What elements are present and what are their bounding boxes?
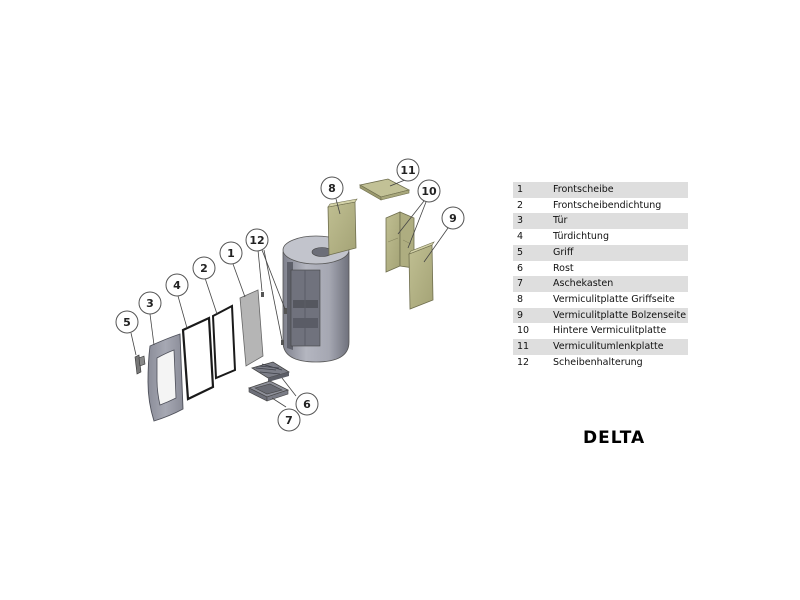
- legend-label: Türdichtung: [549, 229, 688, 245]
- legend-label: Vermiculitplatte Bolzenseite: [549, 307, 688, 324]
- legend-number: 1: [513, 182, 549, 198]
- legend-number: 6: [513, 260, 549, 277]
- legend-number: 9: [513, 307, 549, 324]
- model-name: DELTA: [583, 428, 646, 448]
- legend-number: 8: [513, 291, 549, 308]
- legend-number: 12: [513, 354, 549, 371]
- legend-number: 5: [513, 244, 549, 261]
- door: [147, 333, 184, 422]
- grate: [251, 361, 290, 382]
- legend-row: 10 Hintere Vermiculitplatte: [513, 323, 688, 340]
- ash-pan: [247, 380, 290, 402]
- callout-3-number: 3: [146, 297, 154, 310]
- callout-11: 11: [396, 158, 420, 182]
- glass-holder-clips: [261, 292, 287, 345]
- legend-number: 11: [513, 339, 549, 355]
- legend-row: 5 Griff: [513, 244, 688, 261]
- legend-row: 2 Frontscheibendichtung: [513, 197, 688, 214]
- stove-body: [282, 235, 350, 363]
- legend-row: 3 Tür: [513, 213, 688, 230]
- front-glass: [239, 289, 264, 367]
- callout-5: 5: [115, 310, 139, 334]
- callout-8-number: 8: [328, 182, 336, 195]
- legend-row: 1 Frontscheibe: [513, 182, 688, 198]
- legend-number: 7: [513, 276, 549, 292]
- callout-12: 12: [245, 228, 269, 252]
- callout-11-number: 11: [400, 164, 415, 177]
- handle: [134, 354, 146, 375]
- callout-4: 4: [165, 273, 189, 297]
- callout-5-number: 5: [123, 316, 131, 329]
- legend-number: 10: [513, 323, 549, 340]
- glass-seal: [211, 304, 237, 380]
- legend-label: Vermiculitplatte Griffseite: [549, 291, 688, 308]
- legend-label: Frontscheibendichtung: [549, 197, 688, 214]
- legend-label: Aschekasten: [549, 276, 688, 292]
- legend-row: 11 Vermiculitumlenkplatte: [513, 339, 688, 355]
- legend-number: 2: [513, 197, 549, 214]
- callout-12-number: 12: [249, 234, 264, 247]
- callout-2-number: 2: [200, 262, 208, 275]
- legend-row: 8 Vermiculitplatte Griffseite: [513, 291, 688, 308]
- callout-10: 10: [417, 179, 441, 203]
- callout-8: 8: [320, 176, 344, 200]
- legend-row: 6 Rost: [513, 260, 688, 277]
- legend-label: Vermiculitumlenkplatte: [549, 339, 688, 355]
- callout-1: 1: [219, 241, 243, 265]
- legend-number: 3: [513, 213, 549, 230]
- callout-3: 3: [138, 291, 162, 315]
- legend-label: Griff: [549, 244, 688, 261]
- callout-6-number: 6: [303, 398, 311, 411]
- legend-label: Tür: [549, 213, 688, 230]
- callout-7: 7: [277, 408, 301, 432]
- callout-1-number: 1: [227, 247, 235, 260]
- callout-4-number: 4: [173, 279, 181, 292]
- legend-number: 4: [513, 229, 549, 245]
- door-seal: [181, 316, 215, 401]
- vermiculite-plate-9: [408, 241, 435, 310]
- callout-10-number: 10: [421, 185, 437, 198]
- legend-row: 9 Vermiculitplatte Bolzenseite: [513, 307, 688, 324]
- callout-2: 2: [192, 256, 216, 280]
- callout-9-number: 9: [449, 212, 457, 225]
- callout-9: 9: [441, 206, 465, 230]
- vermiculite-plate-11: [358, 178, 411, 201]
- legend-label: Rost: [549, 260, 688, 277]
- leader-lines: [130, 179, 449, 408]
- legend-row: 7 Aschekasten: [513, 276, 688, 292]
- legend-row: 12 Scheibenhalterung: [513, 354, 688, 371]
- callout-6: 6: [295, 392, 319, 416]
- legend-label: Frontscheibe: [549, 182, 688, 198]
- legend-label: Scheibenhalterung: [549, 354, 688, 371]
- legend-row: 4 Türdichtung: [513, 229, 688, 245]
- callout-7-number: 7: [285, 414, 293, 427]
- legend-label: Hintere Vermiculitplatte: [549, 323, 688, 340]
- parts-legend-table: 1 Frontscheibe 2 Frontscheibendichtung 3…: [513, 182, 688, 371]
- vermiculite-plate-8: [327, 198, 358, 256]
